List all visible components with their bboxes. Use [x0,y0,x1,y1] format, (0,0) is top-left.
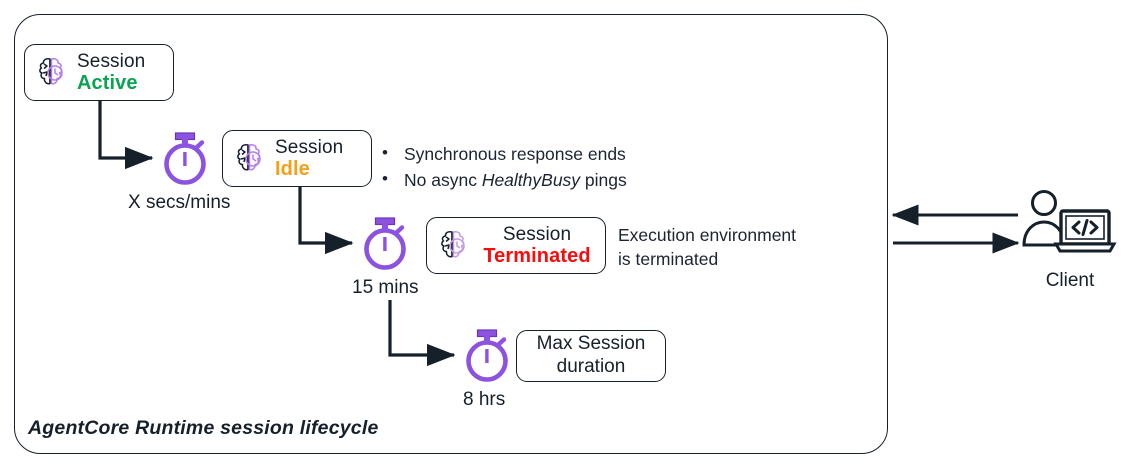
max-session-duration-box[interactable]: Max Session duration [516,330,666,382]
timer2-label: 15 mins [352,277,419,298]
terminated-note: Execution environment is terminated [618,224,796,271]
idle-conditions-list: Synchronous response ends No async Healt… [378,140,627,194]
terminated-note-line2: is terminated [618,248,719,269]
agent-brain-icon [437,229,473,263]
state-box-session-active[interactable]: Session Active [24,44,174,101]
laptop-code-icon [1053,209,1117,253]
terminated-note-line1: Execution environment [618,225,797,245]
timer3-label: 8 hrs [463,389,506,410]
state-title: Session [275,136,344,158]
stopwatch-icon-timer1 [158,128,214,186]
max-session-line1: Max Session [536,333,646,355]
stopwatch-icon-timer3 [460,325,516,383]
idle-condition-text-2-prefix: No async [404,170,482,191]
state-status-active: Active [77,71,138,94]
idle-condition-text-2-emphasis: HealthyBusy [481,170,581,191]
state-box-session-terminated[interactable]: Session Terminated [426,217,606,274]
lifecycle-container [14,14,888,454]
agent-brain-icon [35,56,71,90]
user-person-icon [1022,190,1066,247]
state-title: Session [502,223,572,245]
list-item: Synchronous response ends [378,140,627,167]
idle-condition-text-2-suffix: pings [580,170,627,191]
idle-condition-text-1: Synchronous response ends [404,144,626,164]
state-title: Session [77,50,146,72]
state-status-terminated: Terminated [483,244,591,267]
agent-brain-icon [233,142,269,176]
client-group[interactable]: Client [1020,190,1120,292]
client-icons [1022,190,1117,253]
state-status-idle: Idle [275,157,310,180]
max-session-line2: duration [556,356,626,377]
client-label: Client [1045,270,1095,291]
timer1-label: X secs/mins [128,192,231,213]
list-item: No async HealthyBusy pings [378,166,627,193]
lifecycle-caption: AgentCore Runtime session lifecycle [28,417,379,439]
state-box-session-idle[interactable]: Session Idle [222,130,372,187]
stopwatch-icon-timer2 [358,213,414,271]
